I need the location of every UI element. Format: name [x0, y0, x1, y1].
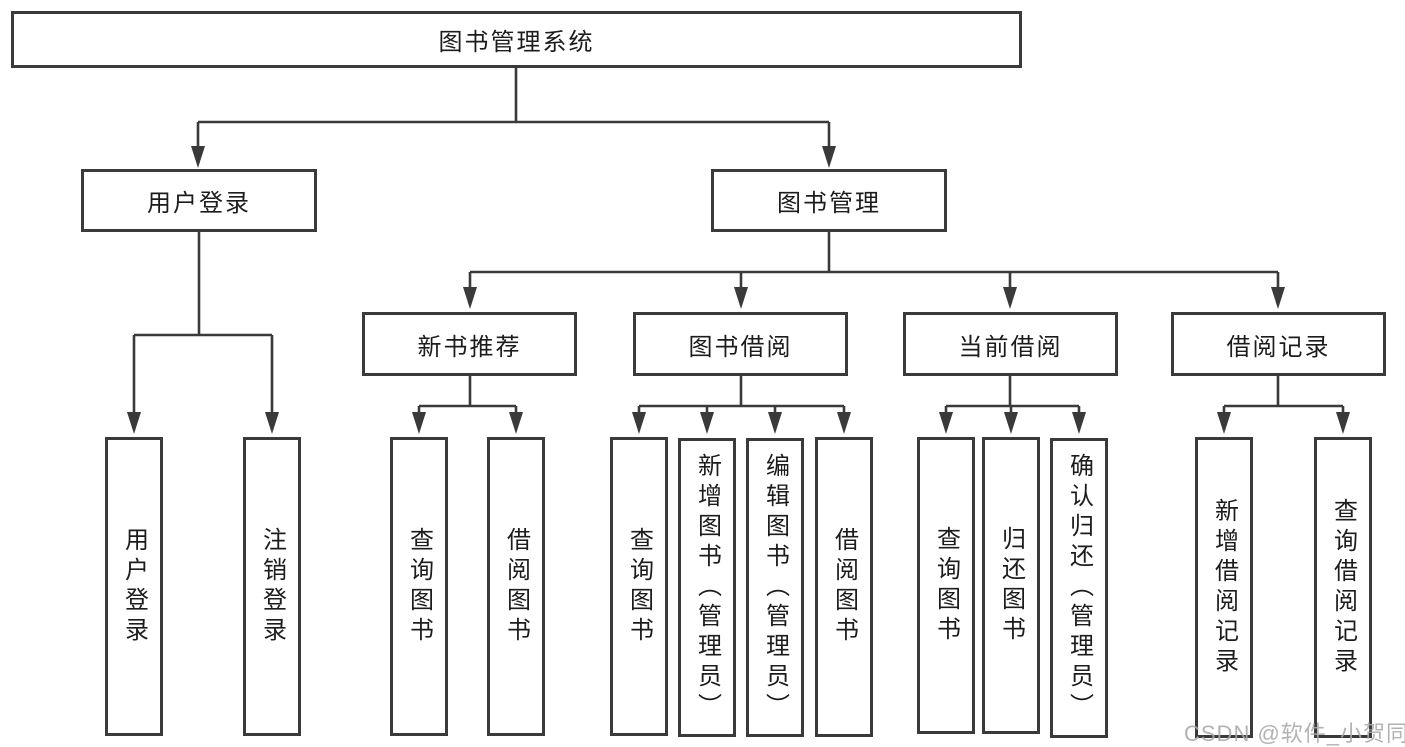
leaf-borrow-books-newbook: 借阅图书 — [487, 437, 545, 736]
arrow-down-icon — [127, 412, 141, 434]
leaf-return-book: 归还图书 — [982, 437, 1040, 734]
leaf-query-books-borrow: 查询图书 — [610, 437, 668, 736]
connector-current-borrow-to-leaves — [939, 374, 1086, 434]
arrow-down-icon — [632, 412, 646, 434]
connector-book-borrow-to-leaves — [632, 376, 851, 434]
arrow-down-icon — [191, 146, 205, 168]
node-new-book-recommend: 新书推荐 — [362, 312, 577, 376]
arrow-down-icon — [509, 412, 523, 434]
arrow-down-icon — [734, 287, 748, 309]
arrow-down-icon — [939, 412, 953, 434]
leaf-add-book-admin: 新增图书（管理员） — [678, 438, 736, 737]
arrow-down-icon — [412, 412, 426, 434]
connector-user-login-to-leaves — [127, 232, 279, 434]
leaf-query-books-current: 查询图书 — [917, 437, 975, 734]
leaf-query-books-newbook: 查询图书 — [390, 437, 448, 736]
arrow-down-icon — [700, 412, 714, 434]
arrow-down-icon — [1217, 412, 1231, 434]
arrow-down-icon — [1336, 412, 1350, 434]
node-current-borrow: 当前借阅 — [903, 312, 1118, 376]
leaf-borrow-books-borrow: 借阅图书 — [815, 437, 873, 737]
node-book-management: 图书管理 — [711, 169, 947, 232]
arrow-down-icon — [822, 146, 836, 168]
connector-new-book-to-leaves — [412, 376, 523, 434]
leaf-logout-login: 注销登录 — [243, 437, 301, 736]
leaf-edit-book-admin: 编辑图书（管理员） — [746, 438, 804, 737]
arrow-down-icon — [1072, 412, 1086, 434]
connector-root-to-level2 — [191, 67, 836, 168]
arrow-down-icon — [265, 412, 279, 434]
arrow-down-icon — [837, 412, 851, 434]
arrow-down-icon — [463, 287, 477, 309]
csdn-watermark: CSDN @软件_小贺同学 — [1184, 721, 1405, 746]
leaf-query-borrow-record: 查询借阅记录 — [1314, 437, 1372, 738]
arrow-down-icon — [1271, 287, 1285, 309]
node-book-borrow: 图书借阅 — [633, 312, 848, 376]
arrow-down-icon — [768, 412, 782, 434]
node-borrow-records: 借阅记录 — [1171, 312, 1386, 376]
leaf-add-borrow-record: 新增借阅记录 — [1195, 437, 1253, 738]
node-user-login: 用户登录 — [81, 169, 317, 232]
node-library-system: 图书管理系统 — [11, 11, 1022, 68]
leaf-user-login: 用户登录 — [105, 437, 163, 736]
arrow-down-icon — [1003, 287, 1017, 309]
arrow-down-icon — [1004, 412, 1018, 434]
leaf-confirm-return-admin: 确认归还（管理员） — [1050, 438, 1108, 738]
connector-book-management-to-level3 — [463, 232, 1285, 309]
connector-borrow-record-to-leaves — [1217, 375, 1350, 434]
